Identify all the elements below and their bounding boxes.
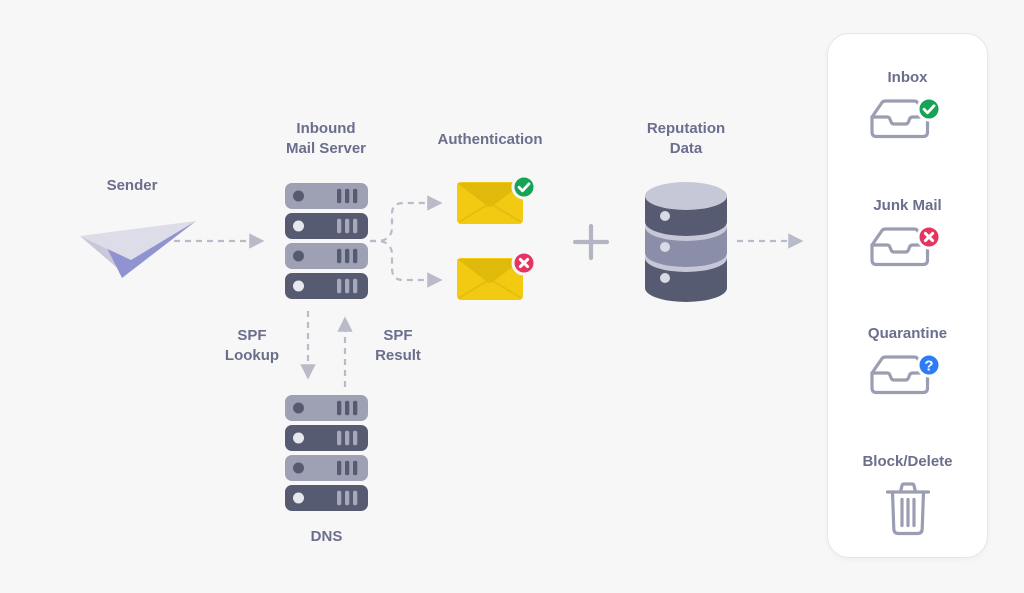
trash-handle: [898, 482, 917, 494]
envelope-x-icon: [457, 250, 537, 300]
check-icon: [517, 182, 531, 193]
db-dot: [660, 211, 670, 221]
database-icon: [645, 182, 727, 302]
inbound-mail-server-icon: [285, 183, 368, 299]
spf-lookup-label: SPF Lookup: [224, 327, 280, 365]
tray-lip: [869, 115, 929, 126]
db-dot: [660, 242, 670, 252]
server-unit: [285, 213, 368, 239]
reputation-data-label: Reputation Data: [646, 120, 726, 158]
server-unit: [285, 183, 368, 209]
dns-label: DNS: [310, 528, 343, 545]
plane-keel: [106, 221, 196, 278]
tray-lip: [869, 243, 929, 254]
server-unit: [285, 273, 368, 299]
arrow-server-to-fail-envelope: [370, 239, 443, 288]
check-badge: [511, 174, 537, 200]
junk-mail-label: Junk Mail: [873, 197, 942, 214]
check-badge: [916, 96, 941, 122]
x-badge: [916, 224, 941, 250]
db-dot: [660, 273, 670, 283]
trash-body: [890, 490, 925, 536]
block-delete-label: Block/Delete: [862, 453, 953, 470]
trash-icon: [885, 482, 930, 536]
x-icon: [518, 257, 530, 269]
check-icon: [922, 104, 935, 115]
arrow-server-to-pass-envelope: [370, 195, 443, 243]
plus-icon: [573, 224, 609, 260]
inbound-mail-server-label: Inbound Mail Server: [285, 120, 367, 158]
panel-item-inbox: Inbox: [828, 69, 987, 142]
question-icon: ?: [924, 357, 933, 374]
x-badge: [511, 250, 537, 276]
paper-plane-icon: [80, 221, 196, 278]
panel-item-block-delete: Block/Delete: [828, 453, 987, 538]
db-top-ellipse: [645, 182, 727, 210]
panel-item-quarantine: Quarantine ?: [828, 325, 987, 398]
envelope-folds: [458, 204, 522, 223]
x-icon: [923, 231, 934, 243]
sender-label: Sender: [106, 177, 158, 194]
envelope-check-icon: [457, 174, 537, 224]
question-badge: ?: [916, 352, 941, 378]
tray-lip: [869, 371, 929, 382]
envelope-flap: [457, 259, 523, 283]
server-unit: [285, 243, 368, 269]
inbox-tray-question-icon: ?: [869, 352, 941, 395]
server-unit: [285, 455, 368, 481]
inbox-tray-x-icon: [869, 224, 941, 267]
inbox-label: Inbox: [887, 69, 928, 86]
envelope-folds: [458, 280, 522, 299]
trash-ribs: [899, 497, 916, 528]
authentication-label: Authentication: [437, 131, 543, 148]
dns-server-icon: [285, 395, 368, 511]
server-unit: [285, 425, 368, 451]
server-unit: [285, 395, 368, 421]
spf-result-label: SPF Result: [375, 327, 421, 365]
panel-item-junk-mail: Junk Mail: [828, 197, 987, 270]
quarantine-label: Quarantine: [867, 325, 948, 342]
plane-wing: [80, 221, 196, 260]
inbox-tray-check-icon: [869, 96, 941, 139]
envelope-flap: [457, 183, 523, 207]
server-unit: [285, 485, 368, 511]
destinations-panel: Inbox Junk Mail: [827, 33, 988, 558]
